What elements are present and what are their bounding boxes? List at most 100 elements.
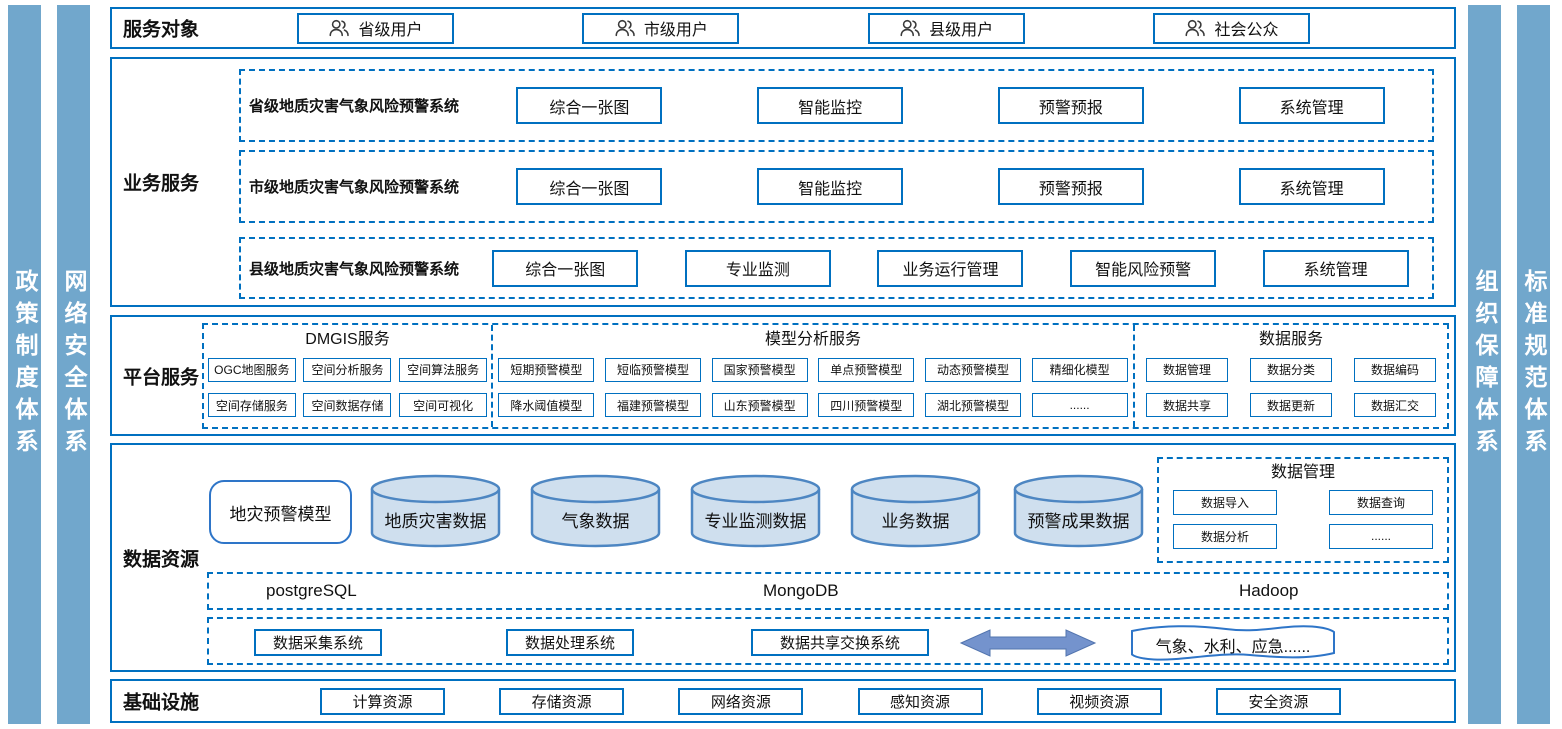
- data-management-row: 数据导入 数据查询: [1173, 485, 1433, 519]
- user-box-city: 市级用户: [582, 12, 740, 44]
- database-cylinder: 地质灾害数据: [369, 473, 502, 549]
- service-chip: 空间数据存储: [303, 393, 392, 418]
- module-box: 智能监控: [757, 168, 904, 205]
- resource-box-compute: 计算资源: [320, 687, 445, 715]
- service-chip: 单点预警模型: [818, 357, 915, 382]
- platform-sections: DMGIS服务 OGC地图服务 空间分析服务 空间算法服务 空间存储服务 空间数…: [202, 323, 1449, 429]
- pillar-policy-system: 政策制度体系: [8, 5, 41, 724]
- service-chip: 数据管理: [1146, 357, 1228, 382]
- system-modules: 综合一张图 专业监测 业务运行管理 智能风险预警 系统管理: [469, 249, 1432, 287]
- service-chip: 数据汇交: [1354, 393, 1436, 418]
- system-name: 市级地质灾害气象风险预警系统: [249, 179, 460, 196]
- pillar-label: 标准规范体系: [1521, 268, 1547, 461]
- service-chip: 降水阈值模型: [498, 393, 595, 418]
- module-box: 综合一张图: [516, 168, 663, 205]
- section-row: OGC地图服务 空间分析服务 空间算法服务: [204, 352, 491, 388]
- data-processing-system-box: 数据处理系统: [506, 629, 634, 656]
- infrastructure-row: 基础设施 计算资源 存储资源 网络资源 感知资源 视频资源 安全资源: [110, 679, 1456, 723]
- cylinder-label: 预警成果数据: [1027, 512, 1130, 531]
- service-chip: 精细化模型: [1031, 357, 1128, 382]
- system-modules: 综合一张图 智能监控 预警预报 系统管理: [469, 87, 1432, 124]
- service-chip: 短临预警模型: [604, 357, 701, 382]
- db-label-postgresql: postgreSQL: [266, 581, 357, 600]
- double-arrow-icon: [957, 628, 1099, 658]
- resource-box-video: 视频资源: [1036, 687, 1162, 715]
- tape-shape: [1131, 625, 1335, 661]
- service-chip: 国家预警模型: [711, 357, 808, 382]
- data-systems-layer: 数据采集系统 数据处理系统 数据共享交换系统 气象、水利、应急......: [207, 617, 1449, 665]
- database-cylinder: 业务数据: [849, 473, 982, 549]
- db-label-hadoop: Hadoop: [1238, 581, 1299, 600]
- cylinder-label: 气象数据: [561, 512, 630, 531]
- service-chip: 山东预警模型: [711, 393, 808, 418]
- service-chip: 福建预警模型: [604, 393, 701, 418]
- module-box: 业务运行管理: [877, 249, 1024, 287]
- module-box: 专业监测: [684, 249, 831, 287]
- service-chip: 数据更新: [1250, 393, 1332, 418]
- service-chip: OGC地图服务: [207, 357, 296, 382]
- user-label: 市级用户: [643, 22, 708, 39]
- module-box: 综合一张图: [492, 249, 639, 287]
- module-box: 预警预报: [997, 87, 1144, 124]
- section-row: 短期预警模型 短临预警模型 国家预警模型 单点预警模型 动态预警模型 精细化模型: [493, 352, 1133, 388]
- service-chip: 空间分析服务: [303, 357, 392, 382]
- user-box-provincial: 省级用户: [297, 12, 454, 44]
- data-services-section: 数据服务 数据管理 数据分类 数据编码 数据共享 数据更新 数据汇交: [1133, 325, 1447, 427]
- service-chip: 四川预警模型: [818, 393, 915, 418]
- users-icon: [328, 17, 350, 39]
- resource-box-security: 安全资源: [1215, 687, 1341, 715]
- module-box: 智能监控: [757, 87, 904, 124]
- resource-box-storage: 存储资源: [499, 687, 625, 715]
- section-row: 数据管理 数据分类 数据编码: [1135, 352, 1447, 388]
- user-label: 省级用户: [358, 22, 423, 39]
- business-services-title: 业务服务: [123, 173, 200, 195]
- database-cylinder: 预警成果数据: [1012, 473, 1145, 549]
- service-targets-row: 服务对象 省级用户 市级用户 县级用户: [110, 7, 1456, 49]
- data-mgmt-chip: 数据分析: [1173, 523, 1277, 549]
- users-icon: [1184, 17, 1206, 39]
- service-chip: 数据分类: [1250, 357, 1332, 382]
- data-management-row: 数据分析 ......: [1173, 519, 1433, 553]
- database-layer: postgreSQL MongoDB Hadoop: [207, 572, 1449, 610]
- service-chip: ......: [1031, 393, 1128, 418]
- cylinder-label: 地质灾害数据: [384, 512, 487, 531]
- service-targets-title: 服务对象: [123, 19, 200, 41]
- db-label-mongodb: MongoDB: [762, 581, 839, 600]
- platform-services-title: 平台服务: [123, 367, 200, 388]
- resource-box-sensing: 感知资源: [857, 687, 983, 715]
- section-title: 模型分析服务: [764, 331, 861, 348]
- service-chip: 动态预警模型: [924, 357, 1021, 382]
- section-title: DMGIS服务: [305, 331, 390, 348]
- data-resources-title: 数据资源: [123, 549, 200, 570]
- cylinder-label: 业务数据: [881, 512, 950, 531]
- cylinder-icon: [370, 474, 501, 548]
- data-management-group: 数据管理 数据导入 数据查询 数据分析 ......: [1157, 457, 1449, 563]
- module-box: 系统管理: [1262, 249, 1409, 287]
- user-box-public: 社会公众: [1152, 12, 1310, 44]
- infrastructure-title: 基础设施: [123, 692, 200, 714]
- business-services-row: 业务服务 省级地质灾害气象风险预警系统 综合一张图 智能监控 预警预报 系统管理…: [110, 57, 1456, 307]
- external-sources-label: 气象、水利、应急......: [1155, 639, 1311, 656]
- service-chip: 数据共享: [1146, 393, 1228, 418]
- data-resources-row: 数据资源 地灾预警模型 地质灾害数据 气象数据 专业监测数据 业务数据 预警成果…: [110, 443, 1456, 672]
- users-icon: [899, 17, 921, 39]
- section-row: 降水阈值模型 福建预警模型 山东预警模型 四川预警模型 湖北预警模型 .....…: [493, 388, 1133, 424]
- module-box: 预警预报: [997, 168, 1144, 205]
- user-box-county: 县级用户: [867, 12, 1025, 44]
- database-cylinder: 气象数据: [529, 473, 662, 549]
- data-mgmt-chip: 数据导入: [1173, 489, 1277, 515]
- cylinder-icon: [850, 474, 981, 548]
- service-targets-list: 省级用户 市级用户 县级用户 社会公众: [297, 9, 1310, 47]
- users-icon: [614, 17, 636, 39]
- system-modules: 综合一张图 智能监控 预警预报 系统管理: [469, 168, 1432, 205]
- cylinder-icon: [690, 474, 821, 548]
- user-label: 社会公众: [1214, 22, 1279, 39]
- service-chip: 空间算法服务: [399, 357, 488, 382]
- platform-services-row: 平台服务 DMGIS服务 OGC地图服务 空间分析服务 空间算法服务 空间存储服…: [110, 315, 1456, 436]
- service-chip: 空间存储服务: [207, 393, 296, 418]
- resource-box-network: 网络资源: [678, 687, 804, 715]
- model-analysis-section: 模型分析服务 短期预警模型 短临预警模型 国家预警模型 单点预警模型 动态预警模…: [491, 325, 1133, 427]
- pillar-label: 网络安全体系: [61, 268, 87, 461]
- pillar-label: 组织保障体系: [1472, 268, 1498, 461]
